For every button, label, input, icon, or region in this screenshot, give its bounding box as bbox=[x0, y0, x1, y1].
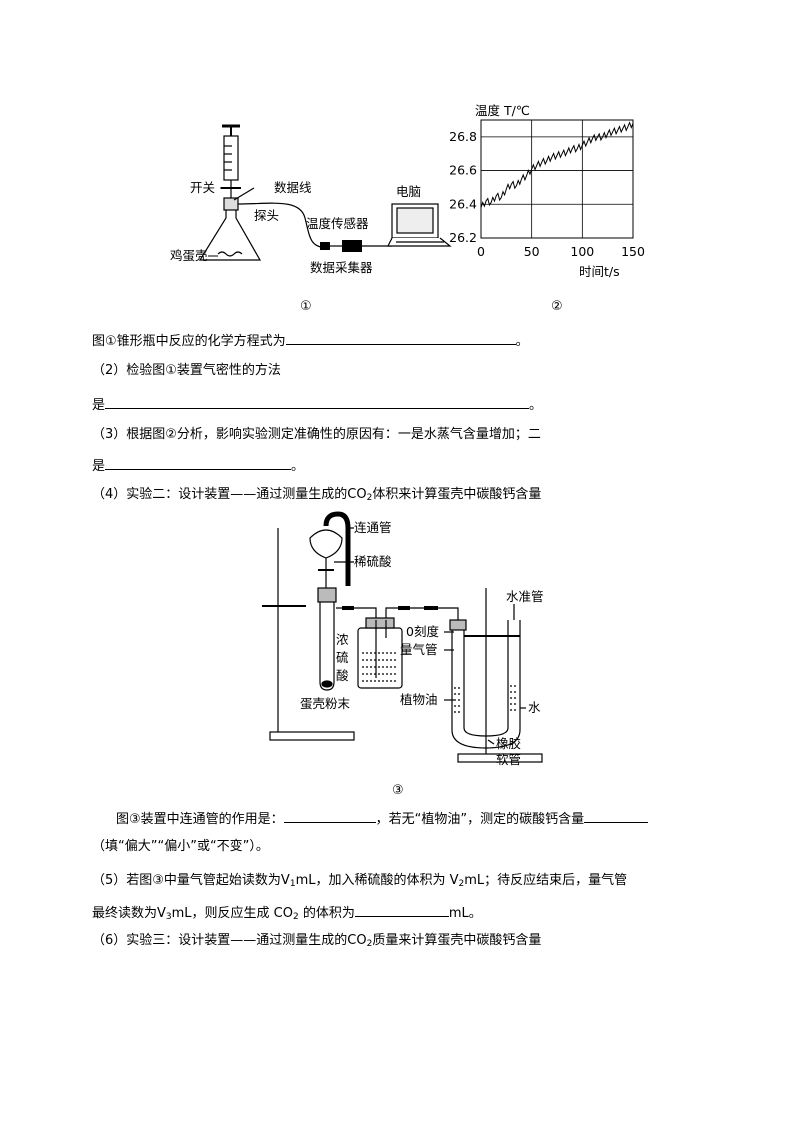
chart-y-tick-label: 26.4 bbox=[449, 196, 477, 211]
conical-flask bbox=[198, 187, 262, 261]
answer-blank-q4-tube[interactable] bbox=[283, 808, 376, 823]
label-eggshell: 鸡蛋壳 bbox=[170, 248, 208, 263]
question-4b-line2: （填“偏大”“偏小”或“不变”）。 bbox=[92, 839, 269, 854]
chart-xlabel: 时间t/s bbox=[579, 264, 620, 279]
chart-y-tick-label: 26.8 bbox=[449, 129, 477, 144]
chart-x-tick-label: 0 bbox=[477, 244, 485, 259]
chart-y-tick-label: 26.2 bbox=[449, 230, 477, 245]
temp-sensor-box bbox=[320, 242, 330, 250]
chart-y-tick-label: 26.6 bbox=[449, 163, 477, 178]
chart-frame bbox=[480, 119, 634, 239]
gas-burette bbox=[451, 630, 521, 749]
label-connecting-tube: 连通管 bbox=[354, 520, 392, 535]
label-dilute-acid: 稀硫酸 bbox=[354, 554, 392, 569]
data-collector-box bbox=[342, 240, 362, 252]
question-4b-line1: 图③装置中连通管的作用是：，若无“植物油”，测定的碳酸钙含量 bbox=[116, 808, 649, 829]
chart-y-ticks: 26.2 26.4 26.6 26.8 bbox=[449, 129, 477, 245]
label-veg-oil: 植物油 bbox=[400, 692, 438, 707]
question-4-heading: （4）实验二：设计装置——通过测量生成的CO2体积来计算蛋壳中碳酸钙含量 bbox=[92, 487, 542, 503]
label-rubber-2: 软管 bbox=[496, 752, 521, 767]
answer-blank-q1[interactable] bbox=[285, 330, 516, 345]
label-temp-sensor: 温度传感器 bbox=[306, 216, 369, 231]
question-6-heading: （6）实验三：设计装置——通过测量生成的CO2质量来计算蛋壳中碳酸钙含量 bbox=[92, 933, 542, 949]
question-3-line1: （3）根据图②分析，影响实验测定准确性的原因有：一是水蒸气含量增加；二 bbox=[92, 427, 541, 442]
chart-x-tick-label: 150 bbox=[621, 244, 645, 259]
question-2-line1: （2）检验图①装置气密性的方法 bbox=[92, 363, 281, 378]
connecting-tube bbox=[323, 511, 351, 586]
question-1: 图①锥形瓶中反应的化学方程式为。 bbox=[92, 330, 529, 351]
chart-ylabel: 温度 T/℃ bbox=[475, 103, 530, 118]
label-conc-acid-1: 浓 bbox=[336, 632, 349, 647]
fig1-caption: ① bbox=[300, 299, 312, 314]
chart-grid bbox=[481, 120, 633, 238]
label-collector: 数据采集器 bbox=[310, 260, 373, 275]
figure-1-apparatus: 开关 数据线 探头 鸡蛋壳 温度传感器 数据采集器 电脑 bbox=[170, 124, 452, 275]
label-gas-burette: 量气管 bbox=[400, 642, 438, 657]
test-tube bbox=[319, 602, 335, 691]
stand-base-left bbox=[269, 731, 355, 741]
figure-3-apparatus: 连通管 稀硫酸 浓 硫 酸 蛋壳粉末 0刻度 量气管 植物油 水准管 水 橡胶 … bbox=[262, 511, 544, 767]
data-line-cable bbox=[237, 202, 326, 249]
wash-bottle bbox=[357, 627, 403, 689]
fig2-caption: ② bbox=[551, 299, 563, 314]
answer-blank-q4-effect[interactable] bbox=[584, 808, 649, 823]
syringe bbox=[221, 124, 241, 198]
computer-icon bbox=[387, 203, 452, 247]
answer-blank-q2[interactable] bbox=[105, 394, 530, 409]
stand-base-right bbox=[457, 753, 543, 763]
label-water-tube: 水准管 bbox=[506, 589, 544, 604]
label-water: 水 bbox=[528, 700, 541, 715]
answer-blank-q5[interactable] bbox=[354, 902, 449, 917]
label-zero-mark: 0刻度 bbox=[406, 624, 439, 639]
question-5-line1: （5）若图③中量气管起始读数为V1mL，加入稀硫酸的体积为 V2mL；待反应结束… bbox=[92, 873, 628, 889]
figure-2-temperature-chart: 温度 T/℃ 26.2 26.4 26.6 26.8 0 50 100 150 时间t/s bbox=[449, 103, 645, 279]
fig3-caption: ③ bbox=[392, 783, 404, 798]
label-conc-acid-2: 硫 bbox=[336, 650, 349, 665]
label-probe: 探头 bbox=[254, 208, 279, 223]
label-eggshell-powder: 蛋壳粉末 bbox=[300, 696, 351, 711]
label-switch: 开关 bbox=[190, 180, 215, 195]
label-computer: 电脑 bbox=[396, 184, 421, 199]
label-rubber-1: 橡胶 bbox=[496, 736, 521, 751]
chart-x-tick-label: 50 bbox=[524, 244, 540, 259]
answer-blank-q3[interactable] bbox=[105, 455, 292, 470]
water-level-tube bbox=[507, 620, 521, 630]
question-3-line2: 是。 bbox=[92, 455, 304, 476]
chart-x-ticks: 0 50 100 150 bbox=[477, 244, 645, 259]
separating-funnel bbox=[309, 529, 343, 559]
chart-x-tick-label: 100 bbox=[570, 244, 594, 259]
question-2-line2: 是。 bbox=[92, 394, 542, 415]
label-conc-acid-3: 酸 bbox=[336, 668, 349, 683]
chart-series-line bbox=[480, 121, 634, 208]
label-data-line: 数据线 bbox=[274, 180, 312, 195]
